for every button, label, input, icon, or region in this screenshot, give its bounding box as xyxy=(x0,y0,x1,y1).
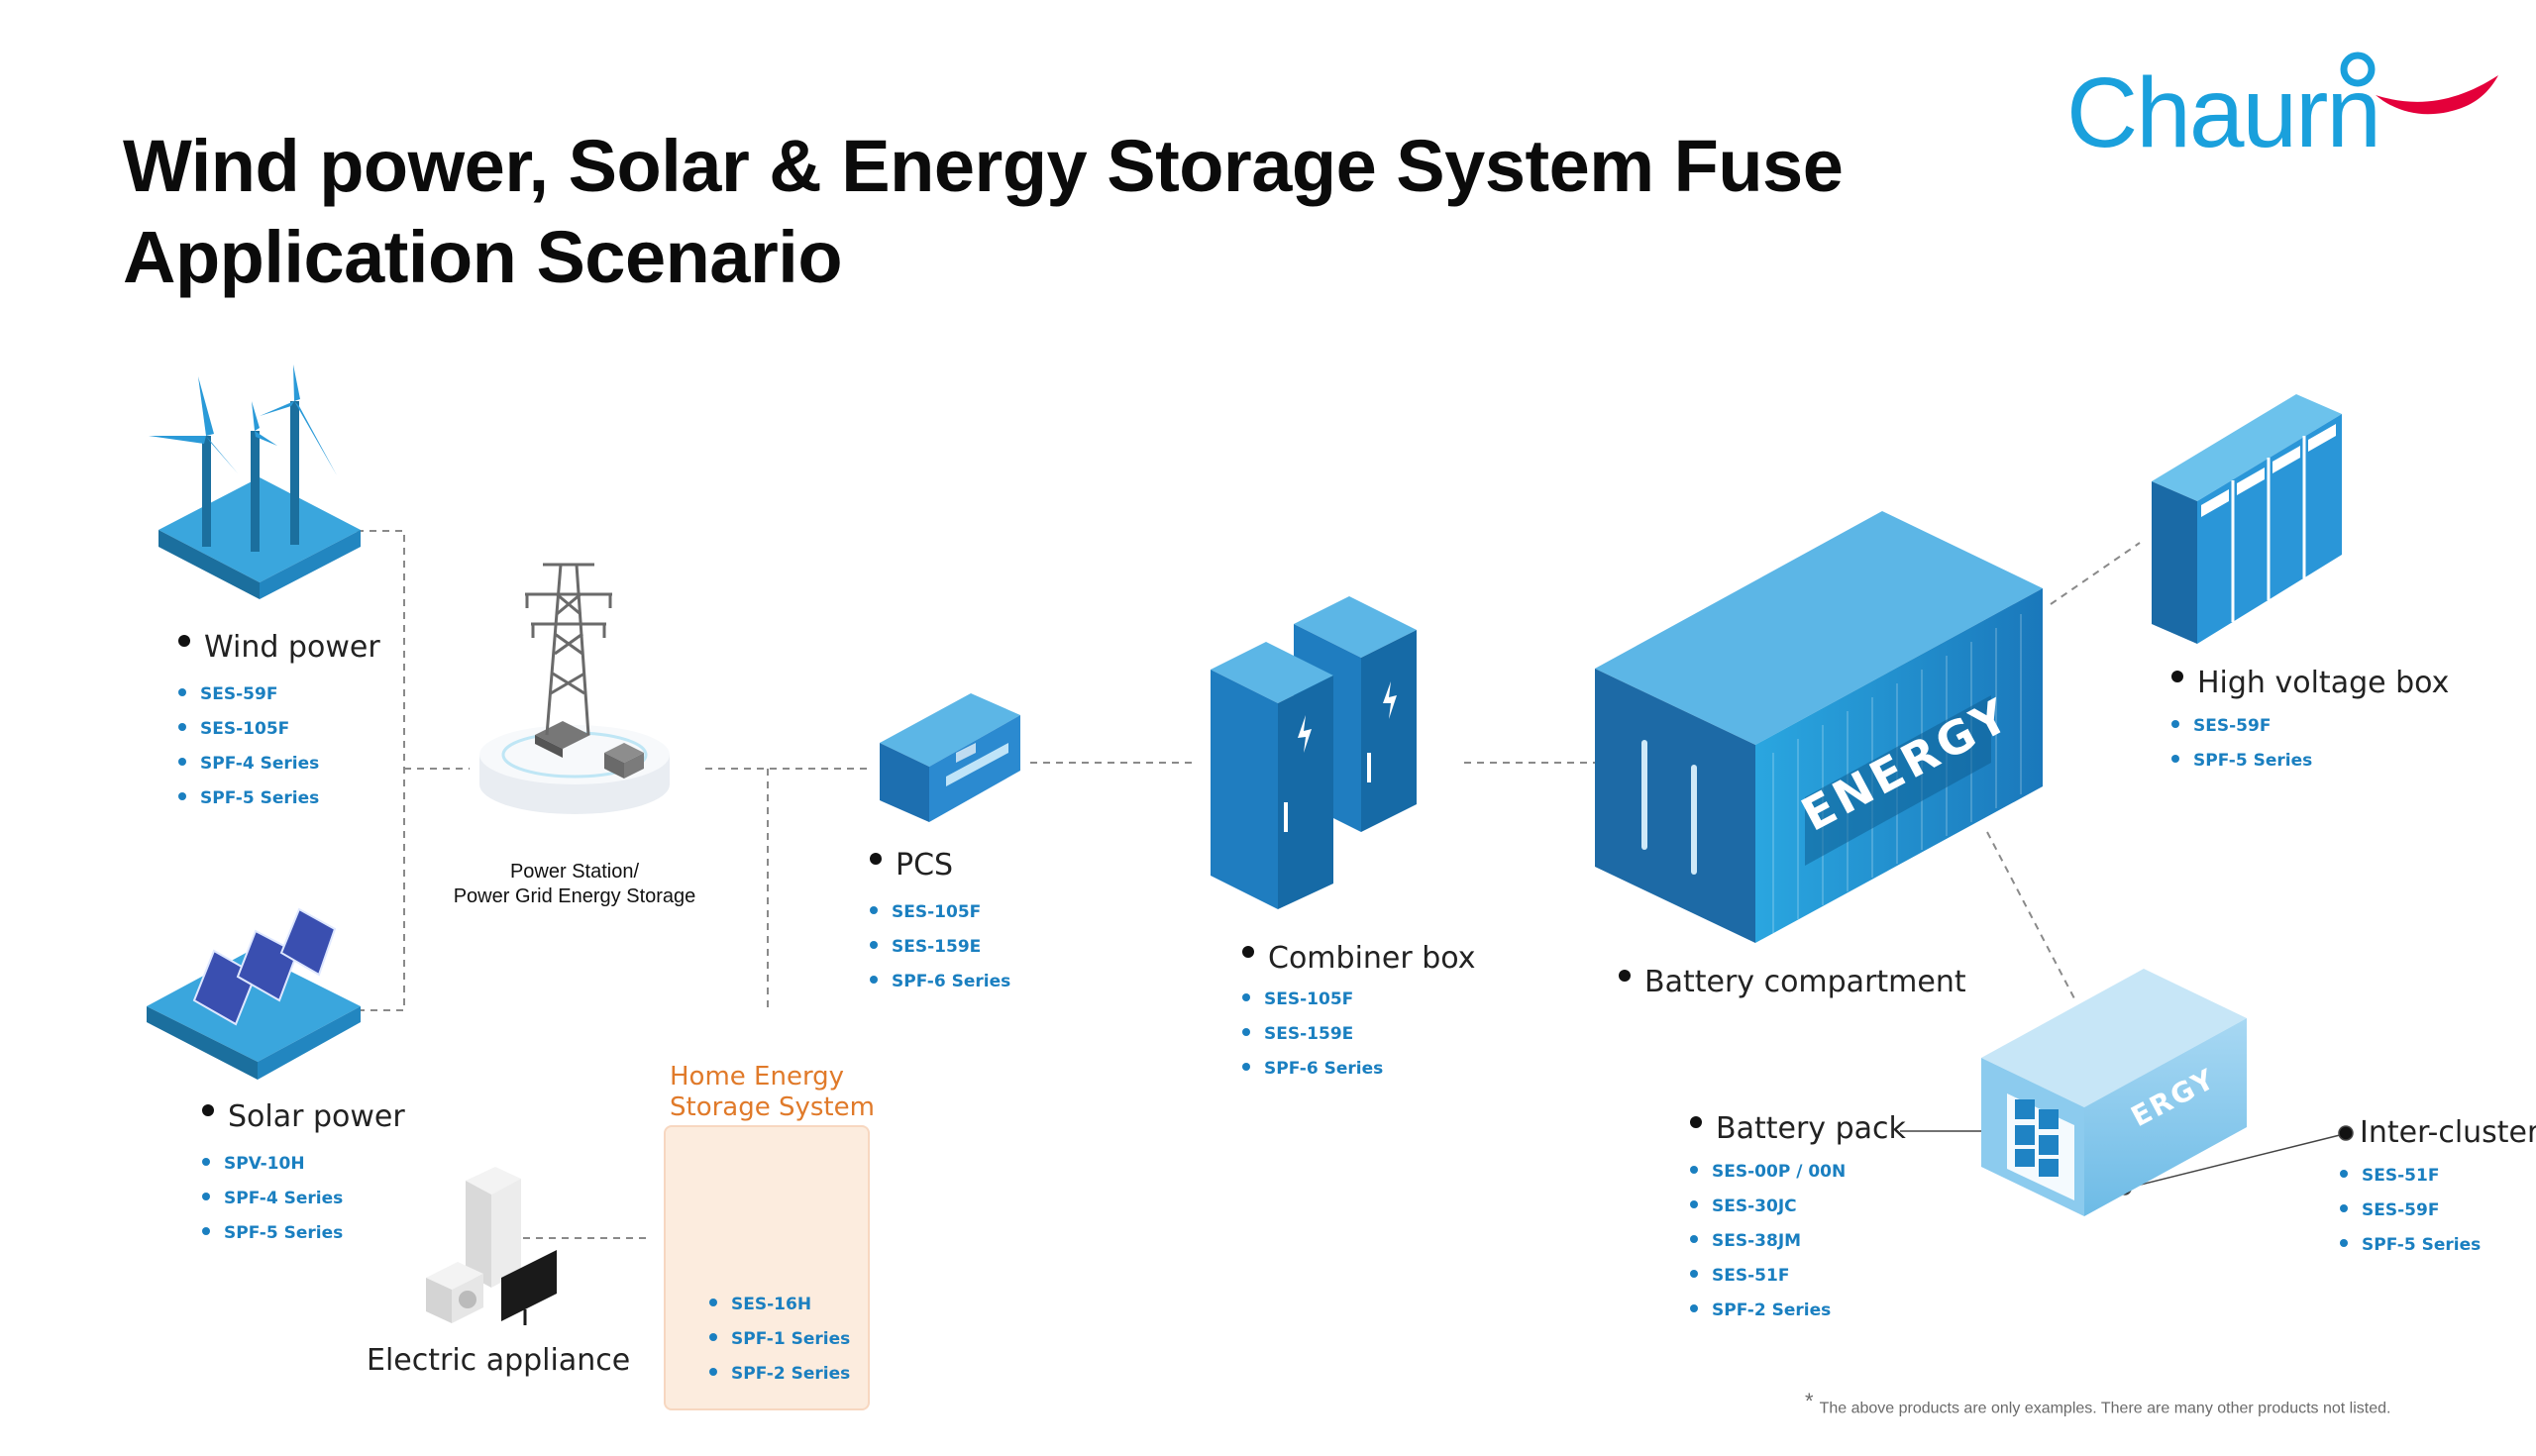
list-item: SES-59F xyxy=(178,677,319,712)
list-item: SES-159E xyxy=(1242,1017,1383,1052)
logo-text: Chaurn xyxy=(2066,57,2379,168)
list-item: SES-59F xyxy=(2340,1194,2481,1228)
brand-logo: Chaurn xyxy=(2062,40,2508,168)
list-item: SPF-4 Series xyxy=(178,747,319,781)
bullet-icon xyxy=(202,1103,214,1116)
footnote: *The above products are only examples. T… xyxy=(1805,1389,2391,1417)
home-energy-label: Home Energy Storage System xyxy=(670,1062,875,1122)
list-item: SES-51F xyxy=(1690,1259,1846,1294)
bullet-icon xyxy=(1242,945,1254,958)
list-item: SES-59F xyxy=(2171,709,2312,744)
list-item: SPF-2 Series xyxy=(709,1357,850,1392)
power-station-icon xyxy=(479,563,670,814)
pcs-label: PCS xyxy=(870,848,953,883)
list-item: SPF-6 Series xyxy=(1242,1052,1383,1087)
list-item: SPF-4 Series xyxy=(202,1182,343,1216)
list-item: SES-00P / 00N xyxy=(1690,1155,1846,1190)
combiner-box-icon xyxy=(1211,596,1417,909)
high-voltage-box-label: High voltage box xyxy=(2171,666,2449,700)
home-energy-products: SES-16H SPF-1 Series SPF-2 Series xyxy=(709,1288,850,1392)
pcs-device-icon xyxy=(880,693,1020,822)
list-item: SES-51F xyxy=(2340,1159,2481,1194)
combiner-box-label: Combiner box xyxy=(1242,941,1475,976)
high-voltage-box-icon xyxy=(2152,394,2342,644)
list-item: SPF-5 Series xyxy=(178,781,319,816)
power-station-caption: Power Station/ Power Grid Energy Storage xyxy=(453,861,696,907)
solar-power-products: SPV-10H SPF-4 Series SPF-5 Series xyxy=(202,1147,343,1251)
pcs-products: SES-105F SES-159E SPF-6 Series xyxy=(870,895,1010,999)
solar-array-icon xyxy=(147,907,361,1080)
combiner-box-products: SES-105F SES-159E SPF-6 Series xyxy=(1242,983,1383,1087)
wind-power-products: SES-59F SES-105F SPF-4 Series SPF-5 Seri… xyxy=(178,677,319,816)
list-item: SPF-5 Series xyxy=(2171,744,2312,779)
list-item: SPF-5 Series xyxy=(202,1216,343,1251)
list-item: SES-105F xyxy=(1242,983,1383,1017)
appliance-icon xyxy=(426,1167,557,1325)
battery-compartment-label: Battery compartment xyxy=(1619,965,1966,999)
wind-power-label: Wind power xyxy=(178,630,380,665)
logo-ring-icon xyxy=(2340,52,2376,87)
inter-cluster-products: SES-51F SES-59F SPF-5 Series xyxy=(2340,1159,2481,1263)
list-item: SPV-10H xyxy=(202,1147,343,1182)
list-item: SPF-5 Series xyxy=(2340,1228,2481,1263)
bullet-icon xyxy=(1690,1115,1702,1128)
list-item: SPF-6 Series xyxy=(870,965,1010,999)
electric-appliance-label: Electric appliance xyxy=(367,1343,631,1378)
list-item: SES-105F xyxy=(178,712,319,747)
list-item: SES-38JM xyxy=(1690,1224,1846,1259)
solar-power-label: Solar power xyxy=(202,1099,405,1134)
bullet-icon xyxy=(1619,969,1631,982)
list-item: SES-30JC xyxy=(1690,1190,1846,1224)
home-energy-panel xyxy=(664,1125,870,1410)
high-voltage-box-products: SES-59F SPF-5 Series xyxy=(2171,709,2312,779)
battery-container-icon xyxy=(1595,511,2043,943)
list-item: SES-105F xyxy=(870,895,1010,930)
battery-pack-products: SES-00P / 00N SES-30JC SES-38JM SES-51F … xyxy=(1690,1155,1846,1328)
list-item: SPF-1 Series xyxy=(709,1322,850,1357)
connector-lines xyxy=(357,530,2141,1239)
page-title: Wind power, Solar & Energy Storage Syste… xyxy=(123,125,1844,298)
logo-swoosh-icon xyxy=(2376,75,2498,115)
list-item: SPF-2 Series xyxy=(1690,1294,1846,1328)
inter-cluster-container-icon xyxy=(1981,969,2247,1216)
bullet-icon xyxy=(870,852,882,865)
list-item: SES-159E xyxy=(870,930,1010,965)
bullet-icon xyxy=(178,634,190,647)
bullet-icon xyxy=(2171,670,2183,682)
inter-cluster-label: Inter-cluster xyxy=(2360,1115,2536,1150)
wind-farm-icon xyxy=(149,364,361,599)
battery-pack-label: Battery pack xyxy=(1690,1111,1906,1146)
list-item: SES-16H xyxy=(709,1288,850,1322)
